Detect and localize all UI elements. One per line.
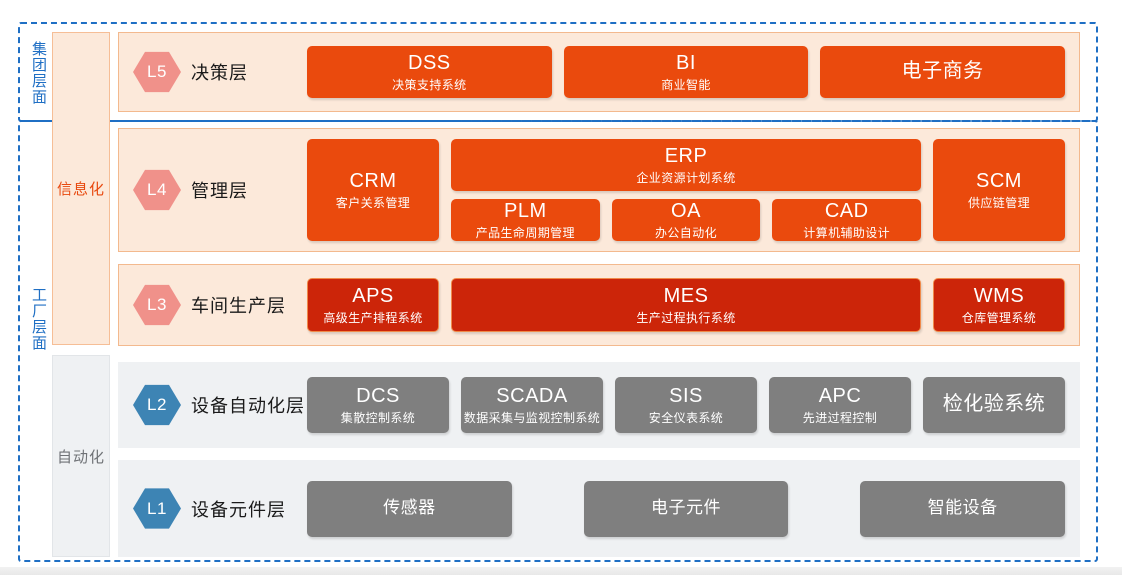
block-lab-inspection[interactable]: 检化验系统	[923, 377, 1065, 433]
layer-name-l1: 设备元件层	[191, 499, 286, 520]
block-scada[interactable]: SCADA 数据采集与监视控制系统	[461, 377, 603, 433]
block-smart-device[interactable]: 智能设备	[860, 480, 1066, 537]
layer-blocks-l1: 传感器 电子元件 智能设备	[307, 461, 1079, 556]
block-plm-desc: 产品生命周期管理	[475, 226, 575, 241]
block-scm-code: SCM	[976, 169, 1022, 192]
layer-blocks-l5: DSS 决策支持系统 BI 商业智能 电子商务	[307, 33, 1079, 111]
erp-stack: ERP 企业资源计划系统 PLM 产品生命周期管理 OA 办公自动化 CAD 计…	[451, 139, 922, 241]
layer-name-l4: 管理层	[191, 181, 248, 201]
category-rail-informatization: 信息化	[52, 32, 110, 345]
block-dcs[interactable]: DCS 集散控制系统	[307, 377, 449, 433]
block-wms[interactable]: WMS 仓库管理系统	[933, 278, 1065, 332]
block-cad[interactable]: CAD 计算机辅助设计	[772, 199, 922, 241]
block-apc-code: APC	[818, 384, 862, 407]
layer-label-l5: L5 决策层	[119, 51, 307, 93]
block-bi-desc: 商业智能	[661, 78, 711, 93]
block-cad-desc: 计算机辅助设计	[803, 226, 891, 241]
block-bi[interactable]: BI 商业智能	[563, 46, 809, 98]
block-crm-desc: 客户关系管理	[335, 196, 411, 211]
block-apc-desc: 先进过程控制	[802, 411, 878, 426]
block-smart-device-code: 智能设备	[927, 498, 998, 518]
layer-row-l2: L2 设备自动化层 DCS 集散控制系统 SCADA 数据采集与监视控制系统 S…	[118, 362, 1080, 448]
block-bi-code: BI	[676, 51, 696, 74]
block-wms-code: WMS	[973, 284, 1025, 307]
hexagon-badge-l1: L1	[133, 488, 181, 529]
block-electronic-component[interactable]: 电子元件	[583, 480, 789, 537]
block-scm[interactable]: SCM 供应链管理	[933, 139, 1065, 241]
layer-name-l5: 决策层	[191, 63, 248, 83]
block-lab-inspection-code: 检化验系统	[942, 393, 1046, 416]
erp-sub-blocks: PLM 产品生命周期管理 OA 办公自动化 CAD 计算机辅助设计	[451, 199, 922, 241]
block-electronic-component-code: 电子元件	[651, 498, 721, 518]
block-sensor[interactable]: 传感器	[307, 480, 512, 537]
block-plm[interactable]: PLM 产品生命周期管理	[451, 199, 600, 241]
block-sis-desc: 安全仪表系统	[648, 411, 724, 426]
block-crm-code: CRM	[349, 169, 397, 192]
layer-label-l3: L3 车间生产层	[119, 284, 307, 326]
hexagon-badge-l4: L4	[133, 169, 181, 211]
block-plm-code: PLM	[504, 199, 547, 222]
hexagon-badge-l3: L3	[133, 284, 181, 326]
block-oa-code: OA	[671, 199, 701, 222]
block-oa-desc: 办公自动化	[655, 226, 718, 241]
scope-label-factory-level: 工厂层面	[30, 287, 47, 351]
page-bottom-edge	[0, 567, 1122, 575]
block-erp-desc: 企业资源计划系统	[636, 171, 736, 186]
category-rail-automation: 自动化	[52, 355, 110, 557]
block-erp-code: ERP	[664, 144, 708, 167]
hexagon-badge-l5: L5	[133, 51, 181, 93]
block-aps-desc: 高级生产排程系统	[323, 311, 423, 326]
block-mes-code: MES	[663, 284, 709, 307]
block-crm[interactable]: CRM 客户关系管理	[307, 139, 439, 241]
layer-label-l2: L2 设备自动化层	[119, 384, 307, 426]
block-cad-code: CAD	[824, 199, 869, 222]
layer-label-l4: L4 管理层	[119, 169, 307, 211]
block-scada-desc: 数据采集与监视控制系统	[463, 411, 601, 426]
block-aps-code: APS	[352, 284, 394, 307]
hexagon-badge-l2: L2	[133, 384, 181, 426]
layer-row-l4: L4 管理层 CRM 客户关系管理 ERP 企业资源计划系统 PLM 产品生命周…	[118, 128, 1080, 252]
block-dss[interactable]: DSS 决策支持系统	[307, 46, 552, 98]
layer-blocks-l3: APS 高级生产排程系统 MES 生产过程执行系统 WMS 仓库管理系统	[307, 265, 1079, 345]
block-ecommerce-code: 电子商务	[901, 60, 984, 83]
layer-name-l2: 设备自动化层	[191, 396, 305, 416]
block-oa[interactable]: OA 办公自动化	[611, 199, 761, 241]
block-apc[interactable]: APC 先进过程控制	[769, 377, 911, 433]
block-scm-desc: 供应链管理	[967, 196, 1030, 211]
block-sis-code: SIS	[669, 384, 703, 407]
block-sis[interactable]: SIS 安全仪表系统	[615, 377, 757, 433]
layer-row-l5: L5 决策层 DSS 决策支持系统 BI 商业智能 电子商务	[118, 32, 1080, 112]
block-dcs-code: DCS	[356, 384, 400, 407]
block-dss-code: DSS	[408, 51, 451, 74]
layer-blocks-l4: CRM 客户关系管理 ERP 企业资源计划系统 PLM 产品生命周期管理 OA …	[307, 129, 1079, 251]
block-erp[interactable]: ERP 企业资源计划系统	[451, 139, 921, 191]
block-ecommerce[interactable]: 电子商务	[820, 46, 1066, 98]
block-aps[interactable]: APS 高级生产排程系统	[307, 278, 439, 332]
block-scada-code: SCADA	[496, 384, 568, 407]
layer-blocks-l2: DCS 集散控制系统 SCADA 数据采集与监视控制系统 SIS 安全仪表系统 …	[307, 363, 1079, 447]
block-mes-desc: 生产过程执行系统	[636, 311, 736, 326]
scope-label-group-level: 集团层面	[30, 41, 47, 105]
layer-row-l3: L3 车间生产层 APS 高级生产排程系统 MES 生产过程执行系统 WMS 仓…	[118, 264, 1080, 346]
block-mes[interactable]: MES 生产过程执行系统	[451, 278, 921, 332]
block-wms-desc: 仓库管理系统	[961, 311, 1037, 326]
layer-label-l1: L1 设备元件层	[119, 488, 307, 530]
block-dcs-desc: 集散控制系统	[340, 411, 416, 426]
layer-row-l1: L1 设备元件层 传感器 电子元件 智能设备	[118, 460, 1080, 557]
block-dss-desc: 决策支持系统	[392, 78, 467, 93]
block-sensor-code: 传感器	[383, 498, 436, 518]
layer-name-l3: 车间生产层	[191, 296, 286, 316]
